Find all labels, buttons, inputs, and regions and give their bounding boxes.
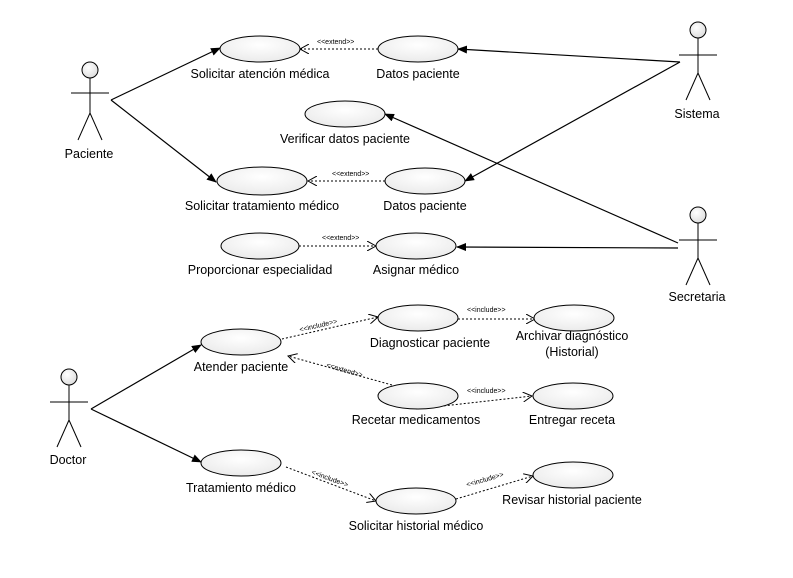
use-case-label: Entregar receta xyxy=(529,413,615,427)
actor-sistema[interactable]: Sistema xyxy=(674,21,720,121)
dependency-include-4 xyxy=(285,466,376,501)
dependency-label-extend-4: <<extend>> xyxy=(325,362,363,379)
use-case-datos-paciente-2[interactable] xyxy=(384,167,466,195)
actor-head xyxy=(689,21,707,39)
use-case-datos-paciente-1[interactable] xyxy=(377,35,459,63)
association-sistema-datos-paciente-2 xyxy=(464,61,681,182)
dependency-include-5 xyxy=(455,476,533,500)
association-doctor-atender-paciente xyxy=(90,344,202,410)
association-paciente-solicitar-tratamiento xyxy=(110,99,217,183)
actor-label: Paciente xyxy=(65,147,114,161)
actor-doctor[interactable]: Doctor xyxy=(50,368,88,467)
use-case-asignar-medico[interactable] xyxy=(375,232,457,260)
actor-head xyxy=(60,368,78,386)
dependency-include-1 xyxy=(281,317,378,340)
use-case-archivar-diagnostico[interactable] xyxy=(533,304,615,332)
use-case-revisar-historial[interactable] xyxy=(532,461,614,489)
use-cases: Solicitar atención médica Datos paciente… xyxy=(185,35,642,533)
association-paciente-solicitar-atencion xyxy=(110,47,221,101)
dependency-label-extend-2: <<extend>> xyxy=(332,171,369,178)
use-case-label: Datos paciente xyxy=(376,67,459,81)
use-case-solicitar-tratamiento[interactable] xyxy=(216,166,308,196)
use-case-solicitar-historial[interactable] xyxy=(375,487,457,515)
actor-head xyxy=(689,206,707,224)
actor-label: Secretaria xyxy=(669,290,726,304)
use-case-solicitar-atencion[interactable] xyxy=(219,35,301,63)
use-case-entregar-receta[interactable] xyxy=(532,382,614,410)
use-case-label: Datos paciente xyxy=(383,199,466,213)
use-case-tratamiento-medico[interactable] xyxy=(200,449,282,477)
use-case-label: Tratamiento médico xyxy=(186,481,296,495)
use-case-label: Asignar médico xyxy=(373,263,459,277)
use-case-proporcionar-especialidad[interactable] xyxy=(220,232,300,260)
dependency-label-extend-1: <<extend>> xyxy=(317,39,354,46)
use-case-label: Recetar medicamentos xyxy=(352,413,481,427)
actor-label: Doctor xyxy=(50,453,87,467)
association-doctor-tratamiento-medico xyxy=(90,408,202,463)
use-case-label: Diagnosticar paciente xyxy=(370,336,490,350)
use-case-atender-paciente[interactable] xyxy=(200,328,282,356)
use-case-verificar-datos[interactable] xyxy=(304,100,386,128)
use-case-recetar-medicamentos[interactable] xyxy=(377,382,459,410)
dependency-include-3 xyxy=(415,396,532,410)
use-case-label: Solicitar tratamiento médico xyxy=(185,199,339,213)
association-secretaria-verificar-datos xyxy=(384,113,679,244)
use-case-diagnosticar-paciente[interactable] xyxy=(377,304,459,332)
use-case-label-line2: (Historial) xyxy=(545,345,598,359)
use-case-label: Proporcionar especialidad xyxy=(188,263,333,277)
use-case-label: Revisar historial paciente xyxy=(502,493,642,507)
use-case-label: Solicitar historial médico xyxy=(349,519,484,533)
use-case-label: Atender paciente xyxy=(194,360,289,374)
dependency-label-include-1: <<include>> xyxy=(299,318,338,333)
associations xyxy=(90,45,681,463)
association-sistema-datos-paciente-1 xyxy=(457,45,681,63)
actor-secretaria[interactable]: Secretaria xyxy=(669,206,726,304)
dependency-label-extend-3: <<extend>> xyxy=(322,235,359,242)
dependency-label-include-2: <<include>> xyxy=(467,307,506,314)
dependency-label-include-4: <<include>> xyxy=(310,469,349,489)
actor-paciente[interactable]: Paciente xyxy=(65,61,114,161)
use-case-label: Archivar diagnóstico xyxy=(516,329,629,343)
dependency-extend-4 xyxy=(288,356,393,386)
dependency-label-include-3: <<include>> xyxy=(467,388,506,395)
use-case-label: Solicitar atención médica xyxy=(191,67,330,81)
actor-head xyxy=(81,61,99,79)
use-case-label: Verificar datos paciente xyxy=(280,132,410,146)
association-secretaria-asignar-medico xyxy=(456,243,679,252)
actor-label: Sistema xyxy=(674,107,719,121)
